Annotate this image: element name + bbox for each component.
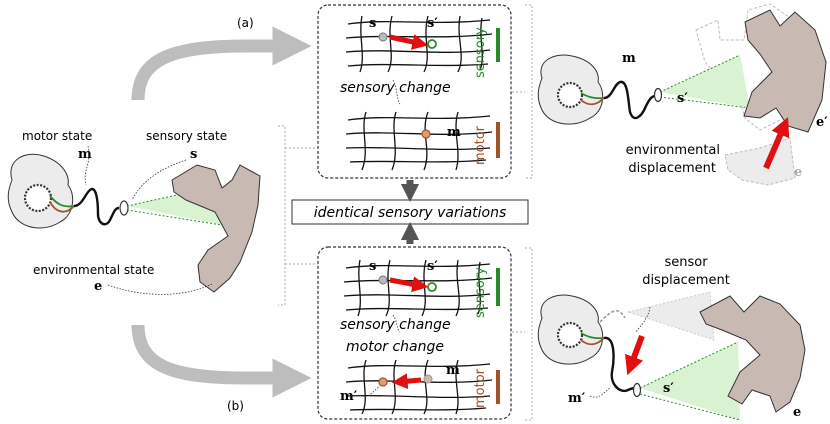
right-bottom-scene <box>537 291 806 421</box>
environmental-state-label: environmental state <box>33 263 154 277</box>
top-m-point <box>421 129 431 139</box>
environmental-symbol: e <box>94 279 102 294</box>
identical-label: identical sensory variations <box>314 205 507 221</box>
top-sensory-tag: sensory <box>473 27 488 78</box>
motor-symbol: m <box>78 147 92 162</box>
sensor-leader <box>635 306 651 333</box>
bottom-motor-arrow <box>391 373 422 390</box>
sensor-displacement-arrow <box>625 334 645 376</box>
identical-box <box>291 199 529 225</box>
bottom-m: m <box>446 363 460 378</box>
sensory-state-label: sensory state <box>146 129 227 143</box>
label-b: (b) <box>227 399 244 413</box>
env-displacement-arrow <box>763 116 790 170</box>
bottom-sensory-tag: sensory <box>473 267 488 318</box>
top-sensory-arrow <box>389 34 429 50</box>
env-leader <box>107 283 213 295</box>
bottom-change-leader <box>392 314 401 333</box>
left-agent <box>7 153 261 293</box>
motor-leader <box>84 145 90 186</box>
rt-displacement-2: displacement <box>628 161 716 176</box>
top-m: m <box>447 125 461 140</box>
bottom-m-prime: m′ <box>340 389 358 404</box>
bottom-sensory-arrow <box>389 276 429 293</box>
top-sensory-change: sensory change <box>340 80 451 96</box>
left-bracket <box>278 125 286 306</box>
rb-m-prime: m′ <box>568 391 586 406</box>
bottom-m-point <box>423 374 433 384</box>
left-bracket-links <box>285 147 318 265</box>
rt-e-prime: e′ <box>816 115 828 130</box>
right-bracket-top <box>512 4 533 179</box>
bottom-motor-change: motor change <box>346 339 444 355</box>
rb-s-prime: s′ <box>663 381 674 396</box>
top-s-prime-point <box>427 39 437 49</box>
label-a: (a) <box>237 16 254 30</box>
right-bracket-bottom <box>512 247 533 421</box>
bottom-motor-tag: motor <box>473 368 488 408</box>
sensory-leader <box>131 159 187 201</box>
bottom-sensory-change: sensory change <box>340 317 451 333</box>
flow-arrow-top <box>131 26 312 101</box>
sensory-symbol: s <box>190 147 197 162</box>
rb-e: e <box>793 405 801 420</box>
top-s: s <box>369 16 376 31</box>
bottom-s: s <box>369 259 376 274</box>
top-s-prime: s′ <box>427 16 438 31</box>
right-top-scene <box>537 3 827 186</box>
motor-state-label: motor state <box>22 129 92 143</box>
bottom-s-prime-point <box>427 282 437 292</box>
rb-displacement-1: sensor <box>664 255 708 270</box>
bottom-m-prime-point <box>378 377 388 387</box>
rt-m: m <box>622 51 636 66</box>
top-motor-tag: motor <box>473 125 488 165</box>
bottom-s-prime: s′ <box>427 259 438 274</box>
rt-s-prime: s′ <box>677 91 688 106</box>
rt-displacement-1: environmental <box>626 143 720 158</box>
top-s-point <box>378 32 388 42</box>
rb-mprime-leader <box>589 387 611 398</box>
rt-e: e <box>794 165 802 180</box>
flow-arrow-bottom <box>131 324 312 398</box>
rb-displacement-2: displacement <box>642 273 730 288</box>
bottom-s-point <box>378 275 388 285</box>
top-state-box <box>317 4 512 179</box>
